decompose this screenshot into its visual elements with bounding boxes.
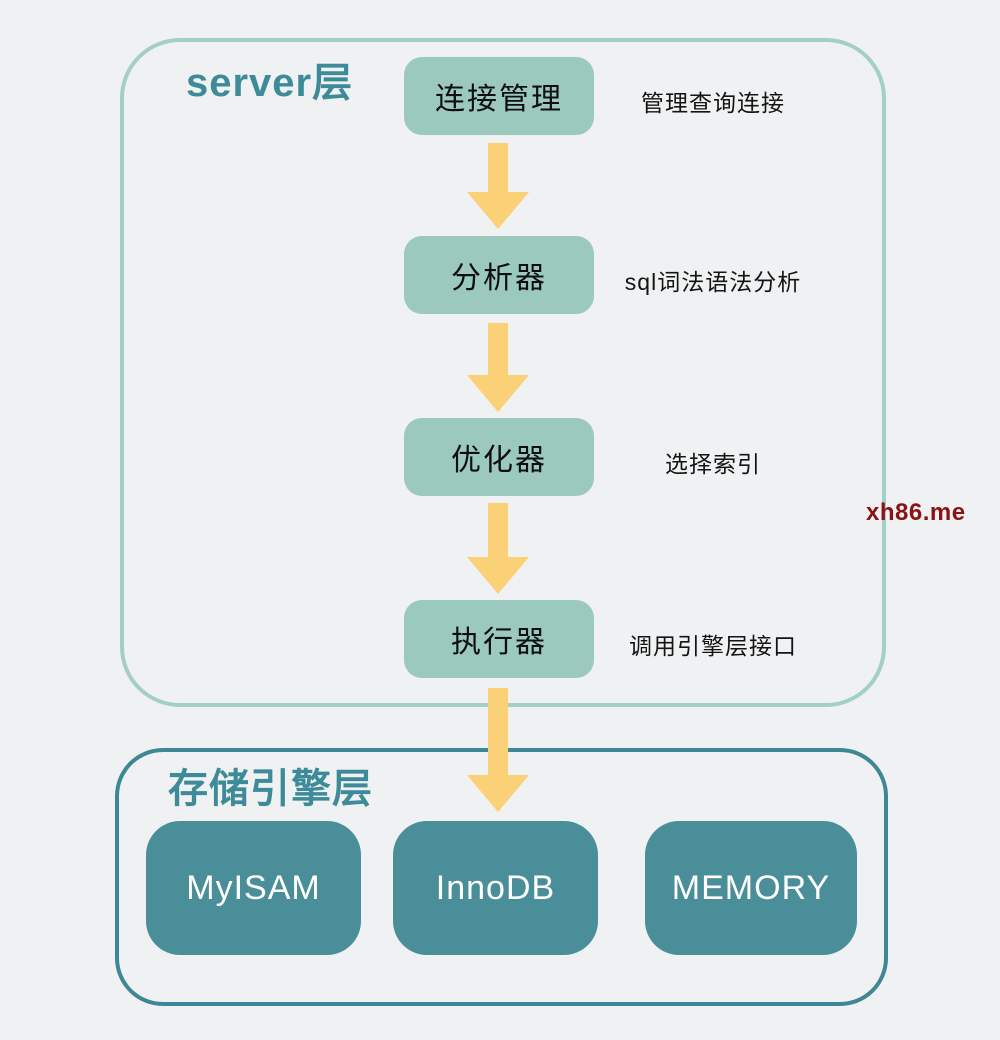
engine-label-memory: MEMORY bbox=[671, 868, 831, 907]
arrow-shaft bbox=[488, 503, 508, 557]
arrow-shaft bbox=[488, 688, 508, 775]
step-label-analyzer: 分析器 bbox=[451, 262, 547, 295]
watermark: xh86.me bbox=[866, 499, 966, 526]
step-box-connection-management: 连接管理 bbox=[404, 57, 594, 135]
flow-arrow-1-icon bbox=[467, 143, 529, 229]
step-label-optimizer: 优化器 bbox=[451, 444, 547, 477]
engine-box-innodb: InnoDB bbox=[393, 821, 598, 955]
step-box-executor: 执行器 bbox=[404, 600, 594, 678]
step-note-connection-management: 管理查询连接 bbox=[641, 90, 785, 116]
flow-arrow-3-icon bbox=[467, 503, 529, 594]
step-note-optimizer: 选择索引 bbox=[665, 451, 761, 477]
engine-label-innodb: InnoDB bbox=[435, 868, 556, 907]
flow-arrow-2-icon bbox=[467, 323, 529, 412]
step-label-connection-management: 连接管理 bbox=[435, 83, 563, 116]
step-box-analyzer: 分析器 bbox=[404, 236, 594, 314]
arrow-shaft bbox=[488, 323, 508, 375]
arrow-head bbox=[467, 192, 529, 229]
arrow-head bbox=[467, 375, 529, 412]
flow-arrow-4-icon bbox=[467, 688, 529, 812]
arrow-head bbox=[467, 557, 529, 594]
engine-box-memory: MEMORY bbox=[645, 821, 857, 955]
arrow-head bbox=[467, 775, 529, 812]
step-note-analyzer: sql词法语法分析 bbox=[624, 269, 802, 295]
engine-label-myisam: MyISAM bbox=[186, 868, 321, 907]
step-note-executor: 调用引擎层接口 bbox=[629, 633, 797, 659]
step-label-executor: 执行器 bbox=[451, 626, 547, 659]
storage-layer-title: 存储引擎层 bbox=[168, 767, 373, 811]
server-layer-title: server层 bbox=[186, 61, 354, 105]
step-box-optimizer: 优化器 bbox=[404, 418, 594, 496]
arrow-shaft bbox=[488, 143, 508, 192]
engine-box-myisam: MyISAM bbox=[146, 821, 361, 955]
